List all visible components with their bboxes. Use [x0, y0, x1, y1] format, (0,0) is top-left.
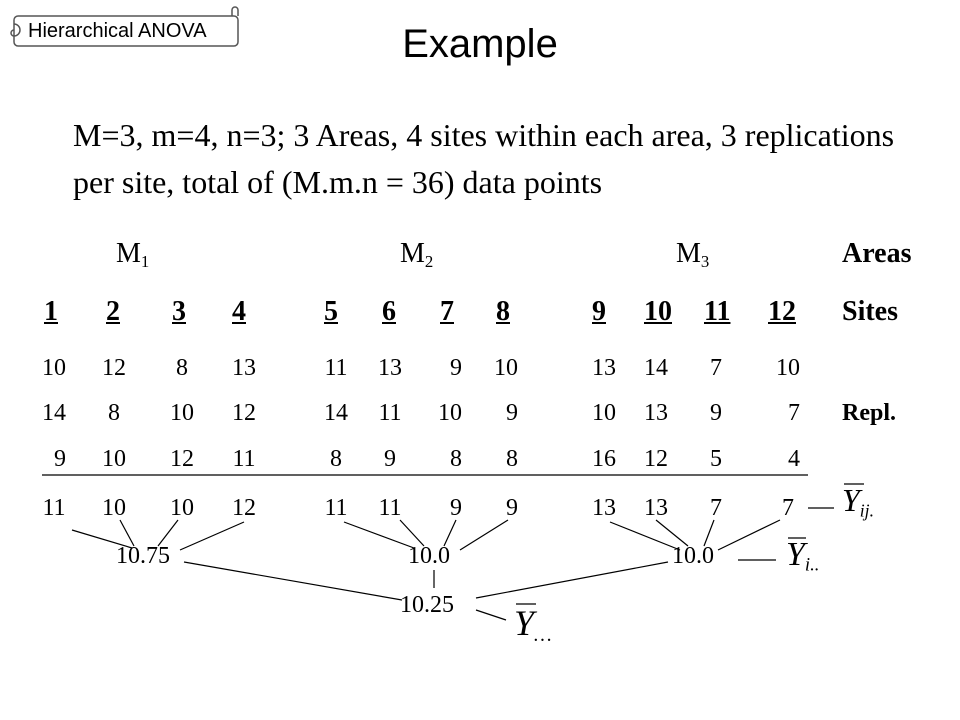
- connector: [179, 521, 245, 551]
- site-10: 10: [644, 296, 672, 327]
- repl-cell: 9: [450, 355, 462, 381]
- repl-cell: 8: [330, 446, 342, 472]
- connector: [157, 519, 179, 547]
- site-mean: 11: [42, 495, 66, 521]
- repl-cell: 8: [506, 446, 518, 472]
- site-mean: 9: [506, 495, 518, 521]
- repl-cell: 7: [710, 355, 722, 381]
- site-2: 2: [106, 296, 120, 327]
- repl-cell: 10: [494, 355, 518, 381]
- site-5: 5: [324, 296, 338, 327]
- repl-cell: 11: [324, 355, 348, 381]
- connector: [119, 519, 135, 547]
- area-header-2: M2: [400, 238, 434, 271]
- site-6: 6: [382, 296, 396, 327]
- slide-title: Example: [402, 22, 558, 66]
- connector: [655, 519, 689, 547]
- connector: [399, 519, 425, 547]
- repl-cell: 8: [450, 446, 462, 472]
- repl-label: Repl.: [842, 400, 896, 426]
- area-header-1: M1: [116, 238, 150, 271]
- site-mean: 11: [378, 495, 402, 521]
- connector: [343, 521, 415, 549]
- sites-label: Sites: [842, 296, 898, 327]
- repl-cell: 10: [102, 446, 126, 472]
- repl-cell: 14: [644, 355, 668, 381]
- grand-mean: 10.25: [400, 592, 454, 618]
- site-3: 3: [172, 296, 186, 327]
- repl-cell: 4: [788, 446, 800, 472]
- repl-cell: 11: [232, 446, 256, 472]
- repl-cell: 13: [232, 355, 256, 381]
- repl-cell: 12: [232, 400, 256, 426]
- repl-cell: 10: [776, 355, 800, 381]
- section-tag: Hierarchical ANOVA: [8, 4, 244, 56]
- site-11: 11: [704, 296, 731, 327]
- connector: [443, 519, 457, 547]
- repl-cell: 8: [108, 400, 120, 426]
- site-mean: 13: [644, 495, 668, 521]
- repl-cell: 9: [384, 446, 396, 472]
- site-8: 8: [496, 296, 510, 327]
- repl-cell: 8: [176, 355, 188, 381]
- site-mean: 7: [710, 495, 722, 521]
- repl-cell: 13: [644, 400, 668, 426]
- site-mean: 12: [232, 495, 256, 521]
- legend-dash: [475, 609, 507, 621]
- site-mean-symbol: Yij.: [842, 482, 874, 521]
- repl-cell: 12: [644, 446, 668, 472]
- repl-cell: 10: [42, 355, 66, 381]
- description: M=3, m=4, n=3; 3 Areas, 4 sites within e…: [73, 117, 895, 200]
- area-mean-3: 10.0: [672, 543, 714, 569]
- grand-mean-symbol: Y…: [514, 603, 552, 646]
- repl-cell: 11: [378, 400, 402, 426]
- site-mean: 10: [170, 495, 194, 521]
- repl-cell: 10: [170, 400, 194, 426]
- site-4: 4: [232, 296, 246, 327]
- repl-cell: 10: [438, 400, 462, 426]
- area-mean-2: 10.0: [408, 543, 450, 569]
- connector: [475, 561, 669, 599]
- repl-cell: 7: [788, 400, 800, 426]
- site-mean: 10: [102, 495, 126, 521]
- areas-label: Areas: [842, 238, 912, 269]
- connector: [71, 529, 133, 549]
- site-7: 7: [440, 296, 454, 327]
- connector: [609, 521, 681, 551]
- site-1: 1: [44, 296, 58, 327]
- repl-cell: 16: [592, 446, 616, 472]
- repl-cell: 5: [710, 446, 722, 472]
- site-mean: 13: [592, 495, 616, 521]
- repl-cell: 10: [592, 400, 616, 426]
- connector: [183, 561, 403, 601]
- repl-cell: 14: [324, 400, 348, 426]
- area-mean-symbol: Yi..: [786, 536, 820, 576]
- repl-cell: 12: [170, 446, 194, 472]
- connector: [459, 519, 509, 551]
- site-mean: 7: [782, 495, 794, 521]
- area-header-3: M3: [676, 238, 710, 271]
- scroll-banner-icon: [10, 6, 239, 47]
- repl-cell: 9: [710, 400, 722, 426]
- repl-cell: 13: [378, 355, 402, 381]
- connector: [703, 519, 715, 547]
- site-9: 9: [592, 296, 606, 327]
- section-tag-label: Hierarchical ANOVA: [28, 20, 207, 42]
- repl-cell: 13: [592, 355, 616, 381]
- site-mean: 9: [450, 495, 462, 521]
- repl-cell: 14: [42, 400, 66, 426]
- connector: [717, 519, 781, 551]
- repl-cell: 12: [102, 355, 126, 381]
- repl-cell: 9: [54, 446, 66, 472]
- area-mean-1: 10.75: [116, 543, 170, 569]
- repl-cell: 9: [506, 400, 518, 426]
- site-12: 12: [768, 296, 796, 327]
- site-mean: 11: [324, 495, 348, 521]
